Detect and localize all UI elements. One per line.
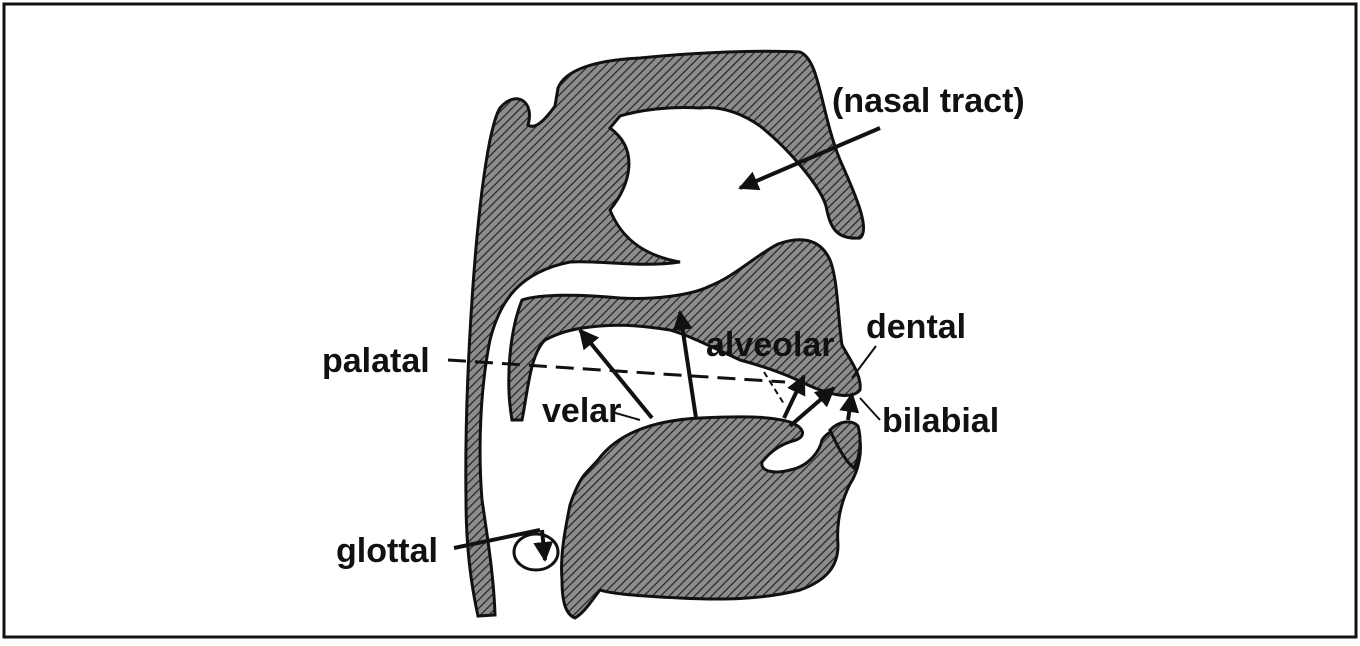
label-palatal: palatal — [322, 342, 430, 380]
label-bilabial: bilabial — [882, 402, 999, 440]
label-dental: dental — [866, 308, 966, 346]
label-velar: velar — [542, 392, 621, 430]
alveolar-leader — [764, 372, 784, 404]
tongue-lower-jaw-shape — [562, 417, 861, 618]
label-alveolar: alveolar — [706, 326, 835, 364]
bilabial-arrow — [848, 394, 852, 420]
glottis-shape — [514, 534, 558, 570]
label-nasal-tract: (nasal tract) — [832, 82, 1025, 120]
alveolar-arrow — [784, 376, 804, 418]
bilabial-leader — [860, 398, 880, 420]
dental-leader — [852, 346, 876, 378]
label-glottal: glottal — [336, 532, 438, 570]
